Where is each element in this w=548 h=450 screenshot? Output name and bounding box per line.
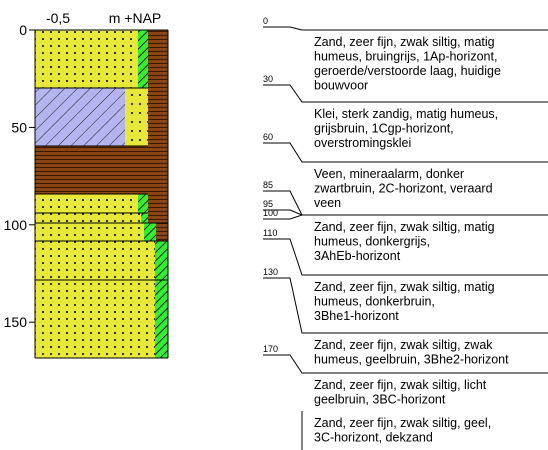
layer-fill-sand-2 [35, 194, 138, 213]
layer-fill-clay [35, 88, 125, 146]
layer-fill-sand-4 [35, 223, 144, 241]
layer-fill-sand-3 [35, 213, 141, 223]
layer-grain-strip-5 [155, 241, 168, 280]
layer-connector [263, 215, 548, 219]
layer-depth-label: 0 [263, 16, 268, 26]
layer-fill-clay-sand [125, 88, 148, 146]
layer-depth-label: 110 [263, 228, 277, 238]
layer-depth-label: 100 [263, 208, 278, 218]
layer-connector [263, 27, 548, 30]
layer-depth-label: 130 [263, 267, 278, 277]
layer-fill-sand-5 [35, 241, 155, 280]
layer-fill-peat [35, 146, 148, 194]
humus-strip [148, 30, 168, 241]
depth-tick-label: 50 [11, 119, 27, 135]
layer-grain-strip-1 [138, 30, 148, 88]
layer-depth-label: 85 [263, 180, 273, 190]
layer-connector [263, 85, 548, 102]
depth-tick-label: 150 [4, 314, 28, 330]
layer-depth-label: 30 [263, 74, 273, 84]
layer-depth-label: 170 [263, 344, 278, 354]
soil-column [35, 30, 168, 358]
depth-axis: 0 50 100 150 [4, 22, 35, 330]
value-axis-label: -0,5 [46, 10, 70, 26]
depth-tick-label: 0 [19, 22, 27, 38]
layer-grain-strip-2 [138, 194, 148, 213]
layer-description: Zand, zeer fijn, zwak siltig, geel,3C-ho… [314, 416, 491, 445]
layer-grain-strip-3 [141, 213, 148, 223]
layer-depth-label: 60 [263, 132, 273, 142]
reference-level-label: m +NAP [109, 10, 162, 26]
layer-description: Klei, sterk zandig, matig humeus,grijsbr… [314, 107, 498, 150]
depth-tick-label: 100 [4, 217, 28, 233]
layer-fill-sand-6 [35, 280, 155, 358]
layer-connector [263, 210, 548, 215]
layer-grain-strip-6 [155, 280, 168, 358]
layer-grain-strip-4 [144, 223, 156, 241]
layer-fill-sand-1 [35, 30, 138, 88]
